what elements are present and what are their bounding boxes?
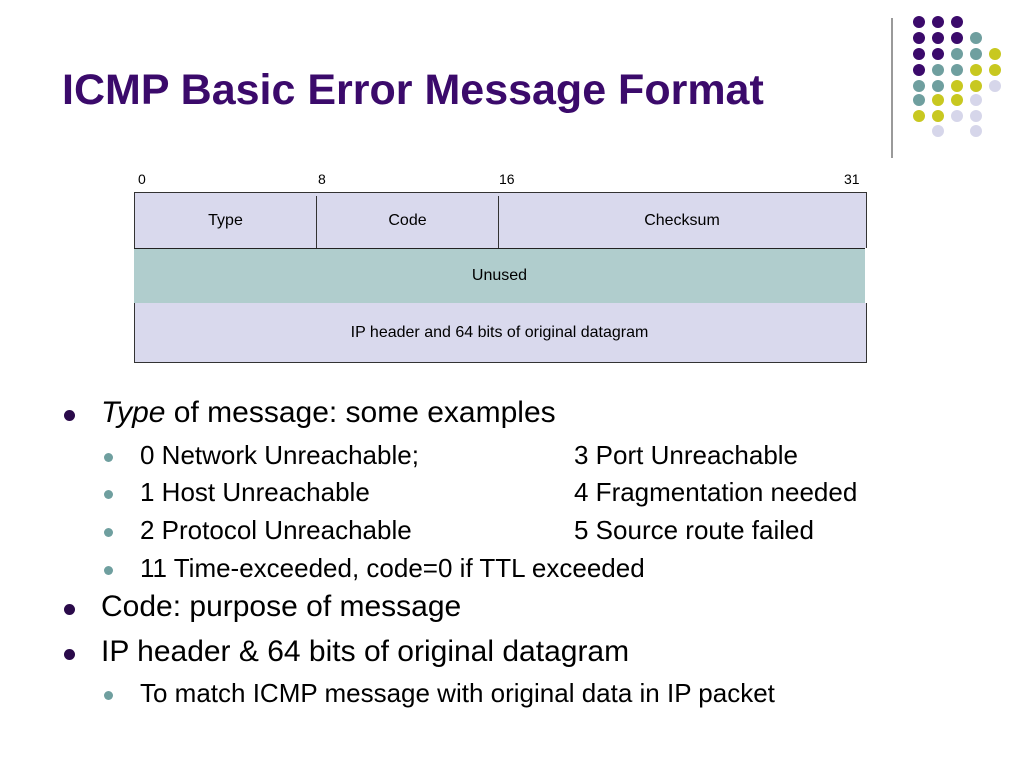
sub-bullet-icon <box>104 528 113 537</box>
bullet-type-rest: of message: some examples <box>165 396 556 429</box>
slide-title: ICMP Basic Error Message Format <box>62 66 764 114</box>
sub-bullet-match: To match ICMP message with original data… <box>140 678 775 708</box>
unused-field: Unused <box>471 267 528 284</box>
sub-bullet-icon <box>104 453 113 462</box>
sub-bullet-left: 0 Network Unreachable; <box>140 440 419 470</box>
bullet-ip-header: IP header & 64 bits of original datagram <box>101 635 630 668</box>
code-field: Code <box>388 211 427 229</box>
sub-bullet-time-exceeded: 11 Time-exceeded, code=0 if TTL exceeded <box>140 553 645 583</box>
title-divider-line <box>891 18 893 158</box>
sub-bullet-left: 2 Protocol Unreachable <box>140 515 412 545</box>
sub-bullet-icon <box>104 490 113 499</box>
unused-row: Unused <box>134 248 865 304</box>
type-field: Type <box>208 211 243 229</box>
bit-label-8: 8 <box>318 171 326 187</box>
bullet-icon <box>64 410 75 421</box>
field-divider <box>316 196 317 248</box>
checksum-field: Checksum <box>644 211 720 229</box>
bit-label-0: 0 <box>138 171 146 187</box>
bullet-type-of-message: Type of message: some examples <box>101 396 556 430</box>
header-row: Type Code Checksum <box>134 192 867 248</box>
icmp-format-diagram: Type Code Checksum Unused IP header and … <box>134 192 867 363</box>
bullet-type-italic: Type <box>101 396 166 429</box>
payload-row: IP header and 64 bits of original datagr… <box>134 303 867 363</box>
bit-label-31: 31 <box>844 171 860 187</box>
sub-bullet-right: 3 Port Unreachable <box>574 440 799 470</box>
sub-bullet-right: 4 Fragmentation needed <box>574 477 858 507</box>
sub-bullet-icon <box>104 566 113 575</box>
field-divider <box>498 196 499 248</box>
bullet-icon <box>64 604 75 615</box>
sub-bullet-icon <box>104 691 113 700</box>
bullet-icon <box>64 649 75 660</box>
sub-bullet-left: 1 Host Unreachable <box>140 477 370 507</box>
payload-field: IP header and 64 bits of original datagr… <box>350 323 649 341</box>
bit-label-16: 16 <box>499 171 515 187</box>
sub-bullet-right: 5 Source route failed <box>574 515 814 545</box>
bullet-code: Code: purpose of message <box>101 590 462 623</box>
